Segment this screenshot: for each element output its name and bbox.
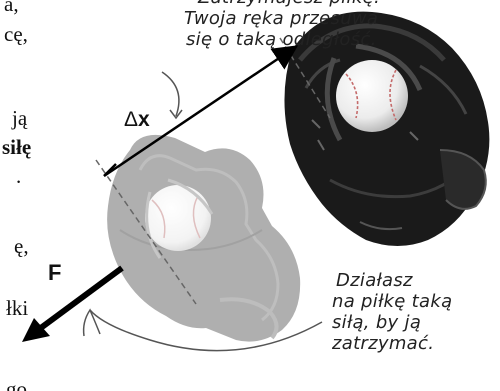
delta-symbol: Δ — [124, 108, 138, 131]
annotation-line: się o taką odległość. — [186, 29, 380, 50]
delta-x-label: Δx — [124, 108, 150, 132]
annotation-line: zatrzymać. — [332, 333, 452, 354]
annotation-line: siłą, by ją — [332, 312, 452, 333]
x-symbol: x — [138, 108, 150, 131]
annotation-line: na piłkę taką — [332, 291, 452, 312]
annotation-line: Zatrzymujesz piłkę. — [198, 0, 380, 8]
annotation-line: Twoja ręka przesuwa — [184, 8, 380, 29]
annotation-top: Zatrzymujesz piłkę. Twoja ręka przesuwa … — [184, 0, 380, 50]
faded-glove — [107, 135, 300, 342]
annotation-bottom: Działasz na piłkę taką siłą, by ją zatrz… — [332, 270, 452, 354]
annotation-line: Działasz — [336, 270, 452, 291]
curved-pointer-top — [162, 72, 179, 116]
force-label: F — [48, 260, 61, 286]
